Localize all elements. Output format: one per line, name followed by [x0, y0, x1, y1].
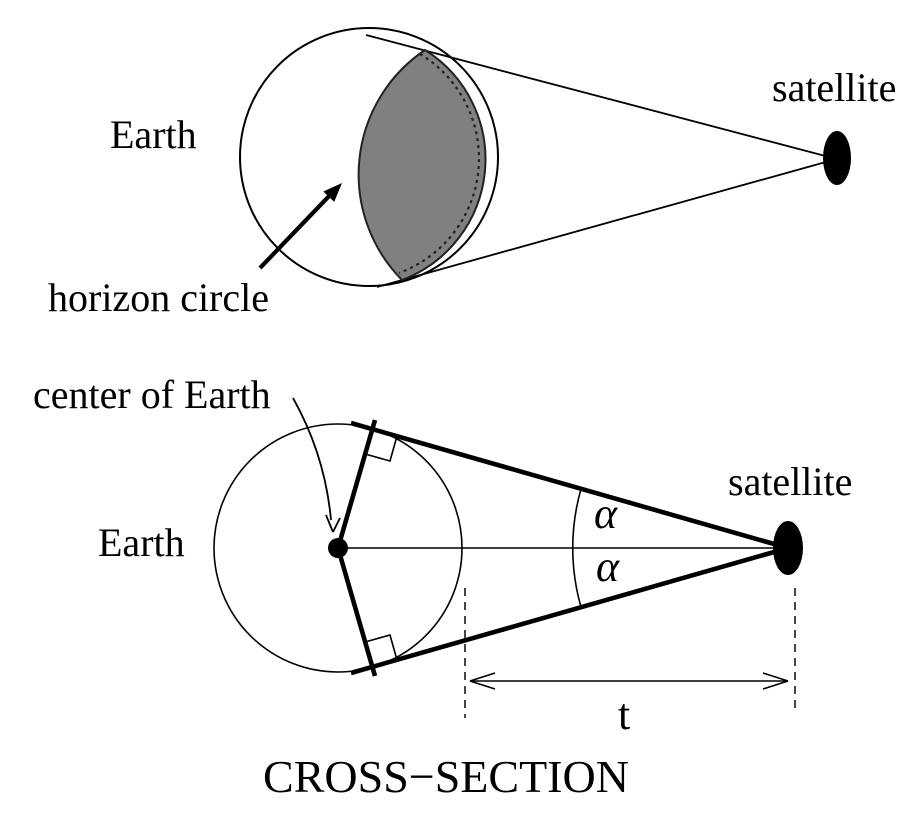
satellite-label-top: satellite [772, 65, 896, 110]
earth-center-dot [328, 538, 348, 558]
radius-upper [335, 419, 378, 549]
tangent-upper [350, 420, 789, 551]
visible-cap-lens [357, 48, 487, 282]
cross-section-diagram: center of Earth Earth satellite α α t CR… [33, 372, 852, 802]
center-of-earth-label: center of Earth [33, 372, 271, 417]
upper-sight-line [365, 34, 834, 159]
t-label: t [618, 690, 630, 739]
satellite-dot-cross-section [773, 521, 803, 575]
radius-lower [335, 547, 378, 677]
lower-sight-line [376, 159, 834, 288]
center-pointer-arrowhead [325, 514, 341, 533]
alpha-angle-arc [571, 488, 582, 608]
alpha-label-lower: α [596, 542, 620, 591]
earth-label-top: Earth [110, 112, 197, 157]
satellite-label-cross-section: satellite [728, 459, 852, 504]
tangent-lower [350, 545, 789, 676]
t-arrow-heads [469, 672, 789, 690]
horizon-arrow-shaft [258, 191, 334, 270]
satellite-dot-top [823, 131, 851, 185]
center-pointer-curve [292, 397, 332, 521]
earth-label-cross-section: Earth [98, 520, 185, 565]
horizon-circle-label: horizon circle [48, 275, 269, 320]
right-angle-mark-upper [364, 435, 398, 462]
horizon-arrow-head [323, 183, 342, 202]
right-angle-mark-lower [364, 634, 398, 661]
alpha-label-upper: α [594, 489, 618, 538]
top-view-diagram: Earth satellite horizon circle [48, 27, 896, 320]
cross-section-caption: CROSS−SECTION [263, 751, 629, 802]
